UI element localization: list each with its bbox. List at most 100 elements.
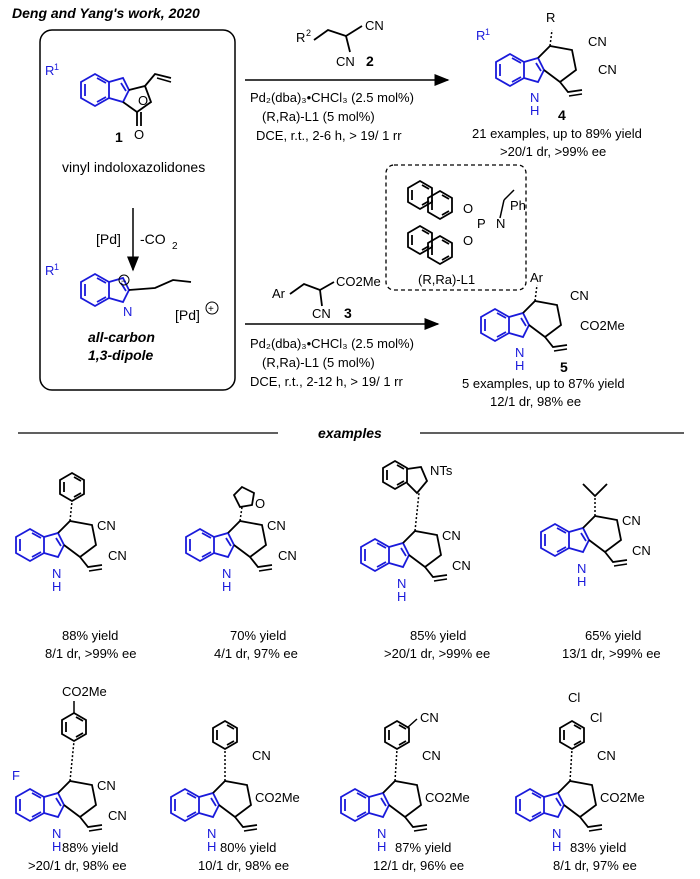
examples-header: examples — [318, 425, 382, 441]
svg-text:CN: CN — [452, 558, 471, 573]
svg-text:H: H — [552, 839, 561, 854]
svg-text:R: R — [296, 30, 305, 45]
ligand-structure: O P O N Ph — [407, 180, 526, 265]
svg-text:R: R — [45, 263, 54, 278]
example-6-structure — [170, 720, 258, 832]
svg-text:CO2Me: CO2Me — [336, 274, 381, 289]
svg-text:CN: CN — [252, 748, 271, 763]
ligand-box — [385, 164, 527, 291]
example-3-structure — [360, 460, 448, 582]
svg-text:H: H — [577, 574, 586, 589]
svg-text:N: N — [377, 826, 386, 841]
svg-text:CN: CN — [622, 513, 641, 528]
svg-text:CN: CN — [597, 748, 616, 763]
example-7-structure — [340, 718, 428, 832]
product-5-number: 5 — [560, 359, 568, 375]
svg-text:Ar: Ar — [272, 286, 286, 301]
step-loss: -CO — [140, 231, 166, 247]
bottom-summary-1: 5 examples, up to 87% yield — [462, 376, 625, 391]
example-5-structure — [15, 701, 103, 832]
svg-text:CO2Me: CO2Me — [425, 790, 470, 805]
bottom-summary-2: 12/1 dr, 98% ee — [490, 394, 581, 409]
svg-text:N: N — [52, 566, 61, 581]
svg-text:CO2Me: CO2Me — [580, 318, 625, 333]
svg-text:CN: CN — [422, 748, 441, 763]
reactant-box — [39, 29, 236, 391]
svg-text:P: P — [477, 216, 486, 231]
svg-text:1: 1 — [54, 262, 59, 272]
product-4-number: 4 — [558, 107, 566, 123]
svg-text:O: O — [255, 496, 265, 511]
example-3-selectivity: >20/1 dr, >99% ee — [384, 646, 490, 661]
reagent-2-number: 2 — [366, 53, 374, 69]
svg-text:H: H — [515, 358, 524, 373]
svg-text:R: R — [546, 10, 555, 25]
ligand-label: (R,Ra)-L1 — [418, 272, 475, 287]
svg-text:CN: CN — [420, 710, 439, 725]
example-6-yield: 80% yield — [220, 840, 276, 855]
svg-text:N: N — [123, 304, 132, 319]
reactant-number: 1 — [115, 129, 123, 145]
svg-text:+: + — [208, 304, 214, 315]
svg-text:CN: CN — [312, 306, 331, 321]
svg-text:Cl: Cl — [590, 710, 602, 725]
top-catalyst: Pd₂(dba)₃•CHCl₃ (2.5 mol%) — [250, 90, 414, 105]
top-ligand: (R,Ra)-L1 (5 mol%) — [262, 109, 375, 124]
svg-text:−: − — [121, 276, 126, 286]
example-8-selectivity: 8/1 dr, 97% ee — [553, 858, 637, 873]
svg-text:Ar: Ar — [530, 270, 544, 285]
svg-text:N: N — [552, 826, 561, 841]
svg-text:CN: CN — [588, 34, 607, 49]
reagent-3-structure: Ar CO2Me CN — [272, 274, 381, 321]
reactant-1-structure — [80, 72, 172, 126]
svg-text:H: H — [52, 839, 61, 854]
top-summary-1: 21 examples, up to 89% yield — [472, 126, 642, 141]
reagent-3-number: 3 — [344, 305, 352, 321]
svg-text:F: F — [12, 768, 20, 783]
dipole-structure — [80, 273, 192, 307]
bottom-conditions: DCE, r.t., 2-12 h, > 19/ 1 rr — [250, 374, 403, 389]
svg-text:CN: CN — [278, 548, 297, 563]
scheme-title: Deng and Yang's work, 2020 — [12, 5, 200, 21]
example-4-selectivity: 13/1 dr, >99% ee — [562, 646, 661, 661]
svg-text:CN: CN — [97, 778, 116, 793]
svg-text:O: O — [463, 233, 473, 248]
svg-text:N: N — [222, 566, 231, 581]
step-loss-subscript: 2 — [172, 241, 178, 252]
svg-text:N: N — [397, 576, 406, 591]
svg-text:CN: CN — [632, 543, 651, 558]
svg-text:CO2Me: CO2Me — [62, 684, 107, 699]
svg-text:Cl: Cl — [568, 690, 580, 705]
svg-text:H: H — [397, 589, 406, 604]
svg-text:CN: CN — [267, 518, 286, 533]
svg-text:N: N — [515, 345, 524, 360]
example-8-yield: 83% yield — [570, 840, 626, 855]
svg-text:O: O — [463, 201, 473, 216]
svg-text:CO2Me: CO2Me — [600, 790, 645, 805]
svg-text:H: H — [377, 839, 386, 854]
svg-text:O: O — [134, 127, 144, 142]
example-1-selectivity: 8/1 dr, >99% ee — [45, 646, 136, 661]
svg-text:CO2Me: CO2Me — [255, 790, 300, 805]
svg-text:1: 1 — [485, 27, 490, 37]
svg-text:N: N — [496, 216, 505, 231]
example-1-yield: 88% yield — [62, 628, 118, 643]
svg-text:CN: CN — [97, 518, 116, 533]
svg-text:NTs: NTs — [430, 463, 453, 478]
example-5-selectivity: >20/1 dr, 98% ee — [28, 858, 127, 873]
svg-text:H: H — [52, 579, 61, 594]
example-8-structure — [515, 720, 603, 832]
example-1-structure — [15, 472, 103, 572]
example-3-yield: 85% yield — [410, 628, 466, 643]
svg-text:N: N — [52, 826, 61, 841]
svg-text:H: H — [207, 839, 216, 854]
svg-text:N: N — [577, 561, 586, 576]
svg-text:CN: CN — [598, 62, 617, 77]
svg-text:N: N — [207, 826, 216, 841]
svg-text:2: 2 — [306, 28, 311, 38]
top-conditions: DCE, r.t., 2-6 h, > 19/ 1 rr — [256, 128, 402, 143]
svg-text:Ph: Ph — [510, 198, 526, 213]
svg-text:N: N — [530, 90, 539, 105]
svg-text:CN: CN — [365, 18, 384, 33]
